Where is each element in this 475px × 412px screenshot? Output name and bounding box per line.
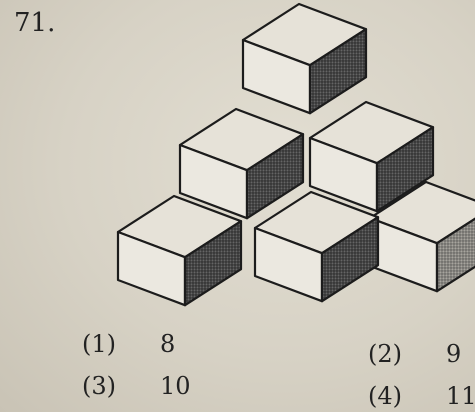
option-3-label: (3) <box>82 372 116 400</box>
option-1-label: (1) <box>82 330 116 358</box>
cube-3-side-face <box>375 126 435 213</box>
question-number: 71. <box>14 8 56 38</box>
option-4: (4) 11 <box>368 382 475 410</box>
cube-1-side-face <box>308 28 368 115</box>
option-2-value: 9 <box>446 340 462 368</box>
option-3-value: 10 <box>160 372 191 400</box>
option-4-value: 11 <box>446 382 475 410</box>
option-3: (3) 10 <box>82 372 191 400</box>
option-4-label: (4) <box>368 382 402 410</box>
cube-4-side-face <box>435 217 475 293</box>
option-2: (2) 9 <box>368 340 461 368</box>
option-1-value: 8 <box>160 330 176 358</box>
option-1: (1) 8 <box>82 330 175 358</box>
option-2-label: (2) <box>368 340 402 368</box>
cube-5-side-face <box>183 220 243 307</box>
cube-2-side-face <box>245 133 305 220</box>
cube-6-side-face <box>320 216 380 303</box>
